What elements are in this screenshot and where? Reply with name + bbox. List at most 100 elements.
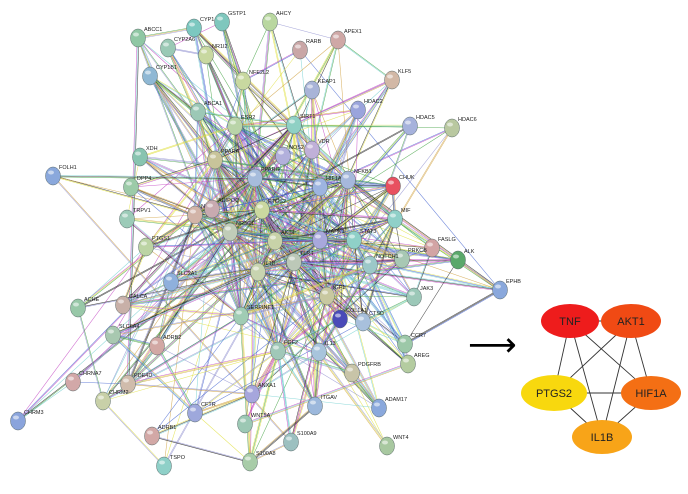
network-node-prkcb[interactable]: PRKCB xyxy=(394,248,428,269)
network-edge xyxy=(340,126,411,320)
network-node-nfe2l2[interactable]: NFE2L2 xyxy=(235,70,270,91)
network-node-folh1[interactable]: FOLH1 xyxy=(45,165,77,186)
hub-node-il1b[interactable]: IL1B xyxy=(572,420,632,454)
network-edge xyxy=(167,47,216,161)
node-label: HDAC6 xyxy=(458,117,477,123)
hub-node-akt1[interactable]: AKT1 xyxy=(601,304,661,338)
network-node-pparg[interactable]: PPARG xyxy=(247,167,280,188)
network-edge xyxy=(78,307,104,401)
network-node-slc6a4[interactable]: SLC6A4 xyxy=(105,324,140,345)
network-node-tspo[interactable]: TSPO xyxy=(156,455,186,476)
network-node-abcc1[interactable]: ABCC1 xyxy=(130,27,163,48)
network-node-tlr4[interactable]: TLR4 xyxy=(286,251,314,272)
network-node-anxa1[interactable]: ANXA1 xyxy=(244,383,277,404)
network-node-wnt4[interactable]: WNT4 xyxy=(379,435,409,456)
network-node-pde4d[interactable]: PDE4D xyxy=(120,373,153,394)
network-node-xdh[interactable]: XDH xyxy=(132,146,158,167)
node-label: TLR4 xyxy=(300,251,313,257)
network-node-faslg[interactable]: FASLG xyxy=(424,237,456,258)
network-node-mif[interactable]: MIF xyxy=(387,208,412,229)
network-node-jak3[interactable]: JAK3 xyxy=(406,286,434,307)
network-node-adrb1[interactable]: ADRB1 xyxy=(144,425,177,446)
network-node-s100a9[interactable]: S100A9 xyxy=(283,431,317,452)
network-node-calca[interactable]: CALCA xyxy=(115,294,148,315)
node-highlight xyxy=(495,284,501,289)
node-label: HDAC2 xyxy=(364,99,383,105)
network-node-rarb[interactable]: RARB xyxy=(292,39,322,60)
network-edge xyxy=(78,215,196,309)
network-node-cftr[interactable]: CFTR xyxy=(187,402,216,423)
hub-node-ptgs2[interactable]: PTGS2 xyxy=(521,375,587,411)
network-edge xyxy=(240,263,370,316)
network-node-sirt1[interactable]: SIRT1 xyxy=(286,114,316,135)
network-edge xyxy=(277,264,371,352)
network-node-pdgfrb[interactable]: PDGFRB xyxy=(344,362,382,383)
network-node-igf1[interactable]: IGF1 xyxy=(319,285,346,306)
node-label: ADRB1 xyxy=(158,425,176,431)
network-node-ahcy[interactable]: AHCY xyxy=(262,11,292,32)
network-node-alk[interactable]: ALK xyxy=(450,249,475,270)
network-node-esr2[interactable]: ESR2 xyxy=(227,115,256,136)
network-node-chrna7[interactable]: CHRNA7 xyxy=(65,371,102,392)
hub-node-hif1a[interactable]: HIF1A xyxy=(621,376,681,410)
network-edge xyxy=(278,349,353,373)
network-node-stat3[interactable]: STAT3 xyxy=(346,229,377,250)
network-node-trpv1[interactable]: TRPV1 xyxy=(119,208,151,229)
network-node-cyp1a1[interactable]: CYP1A1 xyxy=(186,17,222,38)
network-node-areg[interactable]: AREG xyxy=(400,353,430,374)
network-node-akt1[interactable]: AKT1 xyxy=(267,230,295,251)
network-node-slc2a1[interactable]: SLC2A1 xyxy=(163,271,198,292)
network-edge xyxy=(139,157,275,242)
network-node-abca1[interactable]: ABCA1 xyxy=(190,101,223,122)
network-node-adam17[interactable]: ADAM17 xyxy=(371,397,408,418)
node-highlight xyxy=(230,120,236,125)
network-node-hif1a[interactable]: HIF1A xyxy=(312,176,342,197)
network-node-gstp1[interactable]: GSTP1 xyxy=(214,11,247,32)
network-node-mapk1[interactable]: MAPK1 xyxy=(312,229,345,250)
network-node-cyp1b1[interactable]: CYP1B1 xyxy=(142,65,178,86)
network-node-hdac6[interactable]: HDAC6 xyxy=(444,117,477,138)
network-node-nr1i2[interactable]: NR1I2 xyxy=(198,44,228,65)
network-node-wnt5a[interactable]: WNT5A xyxy=(237,413,271,434)
network-node-il13[interactable]: IL13 xyxy=(311,341,336,362)
network-node-s100a8[interactable]: S100A8 xyxy=(242,451,276,472)
network-node-ctsd[interactable]: CTSD xyxy=(355,311,385,332)
network-node-keap1[interactable]: KEAP1 xyxy=(304,79,336,100)
network-node-ache[interactable]: ACHE xyxy=(70,297,100,318)
network-edge xyxy=(123,303,242,316)
network-node-itgav[interactable]: ITGAV xyxy=(307,395,338,416)
network-node-nos2[interactable]: NOS2 xyxy=(275,145,304,166)
node-label: FGF2 xyxy=(284,340,298,346)
network-node-hdac2[interactable]: HDAC2 xyxy=(350,99,383,120)
node-label: ABCA1 xyxy=(204,101,222,107)
network-node-ptgs2[interactable]: PTGS2 xyxy=(254,199,287,220)
network-node-ccr7[interactable]: CCR7 xyxy=(397,333,426,354)
network-node-col1a1[interactable]: COL1A1 xyxy=(332,308,368,329)
network-node-chrm3[interactable]: CHRM3 xyxy=(10,410,44,431)
network-node-serpine1[interactable]: SERPINE1 xyxy=(233,305,275,326)
network-node-nfkb1[interactable]: NFKB1 xyxy=(340,169,372,190)
network-node-nr3c1[interactable]: NR3C1 xyxy=(222,221,255,242)
node-highlight xyxy=(135,151,141,156)
network-node-klf5[interactable]: KLF5 xyxy=(384,69,412,90)
network-node-fgf2[interactable]: FGF2 xyxy=(270,340,299,361)
arrow-icon: ⟶ xyxy=(468,325,517,365)
network-node-chuk[interactable]: CHUK xyxy=(385,175,415,196)
network-edge xyxy=(170,260,294,282)
network-node-adrb2[interactable]: ADRB2 xyxy=(149,335,182,356)
network-node-notch1[interactable]: NOTCH1 xyxy=(362,254,399,275)
network-node-cyp2a6[interactable]: CYP2A6 xyxy=(160,37,196,58)
node-highlight xyxy=(159,460,165,465)
network-node-dpp4[interactable]: DPP4 xyxy=(123,176,152,197)
network-node-apex1[interactable]: APEX1 xyxy=(330,29,362,50)
network-node-ephb[interactable]: EPHB xyxy=(492,279,522,300)
network-node-adipoq[interactable]: ADIPOQ xyxy=(204,198,241,219)
network-node-il1b[interactable]: IL1B xyxy=(250,261,276,282)
network-node-vdr[interactable]: VDR xyxy=(304,139,330,160)
network-node-ppara[interactable]: PPARA xyxy=(207,149,240,170)
network-edge xyxy=(339,179,349,320)
hub-node-tnf[interactable]: TNF xyxy=(541,304,599,338)
network-node-hdac5[interactable]: HDAC5 xyxy=(402,115,435,136)
network-node-ptgs1[interactable]: PTGS1 xyxy=(138,236,171,257)
network-node-chrm2[interactable]: CHRM2 xyxy=(95,390,129,411)
